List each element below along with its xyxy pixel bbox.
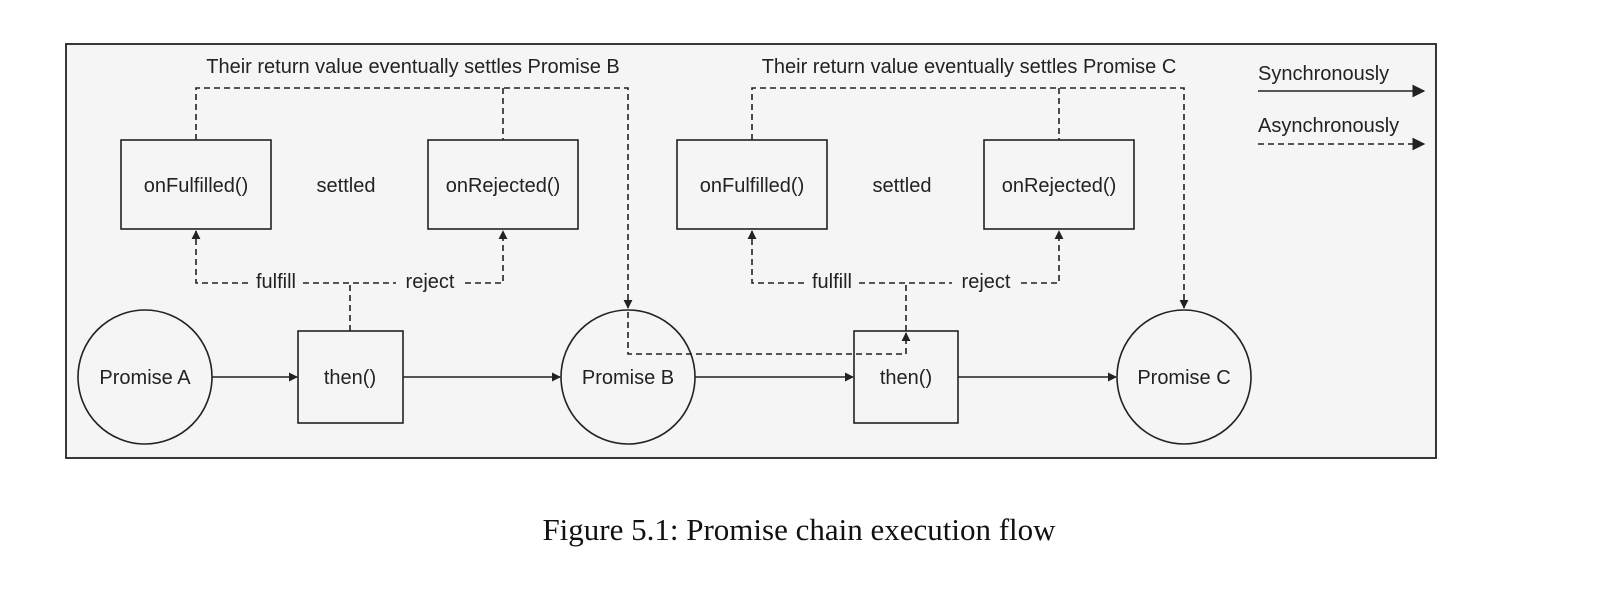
fulfill-label-2: fulfill (812, 271, 852, 293)
promise-b-label: Promise B (582, 367, 674, 389)
fulfill-label-1: fulfill (256, 271, 296, 293)
promise-c-label: Promise C (1137, 367, 1230, 389)
then-label-2: then() (880, 367, 932, 389)
promise-b-to-then-2-path (627, 312, 911, 355)
on-fulfilled-label-2: onFulfilled() (700, 175, 804, 197)
figure-caption: Figure 5.1: Promise chain execution flow (542, 512, 1056, 547)
reject-label-2: reject (962, 271, 1011, 293)
on-rejected-label-2: onRejected() (1002, 175, 1117, 197)
return-path-to-promise-b (195, 87, 633, 309)
then-label-1: then() (324, 367, 376, 389)
reject-path-2 (1021, 230, 1064, 284)
legend-async-label: Asynchronously (1258, 115, 1399, 137)
settled-label-2: settled (873, 175, 932, 197)
promise-c-node (1116, 309, 1252, 445)
fulfill-path-2 (747, 230, 804, 284)
return-path-to-promise-c (751, 87, 1189, 309)
top-label-promise-b: Their return value eventually settles Pr… (206, 56, 620, 78)
legend-sync-label: Synchronously (1258, 63, 1389, 85)
promise-a-label: Promise A (99, 367, 191, 389)
fulfill-path-1 (191, 230, 248, 284)
reject-path-1 (465, 230, 508, 284)
on-fulfilled-label-1: onFulfilled() (144, 175, 248, 197)
on-rejected-label-1: onRejected() (446, 175, 561, 197)
then-box-1 (297, 330, 404, 424)
settled-label-1: settled (317, 175, 376, 197)
reject-label-1: reject (406, 271, 455, 293)
top-label-promise-c: Their return value eventually settles Pr… (762, 56, 1177, 78)
